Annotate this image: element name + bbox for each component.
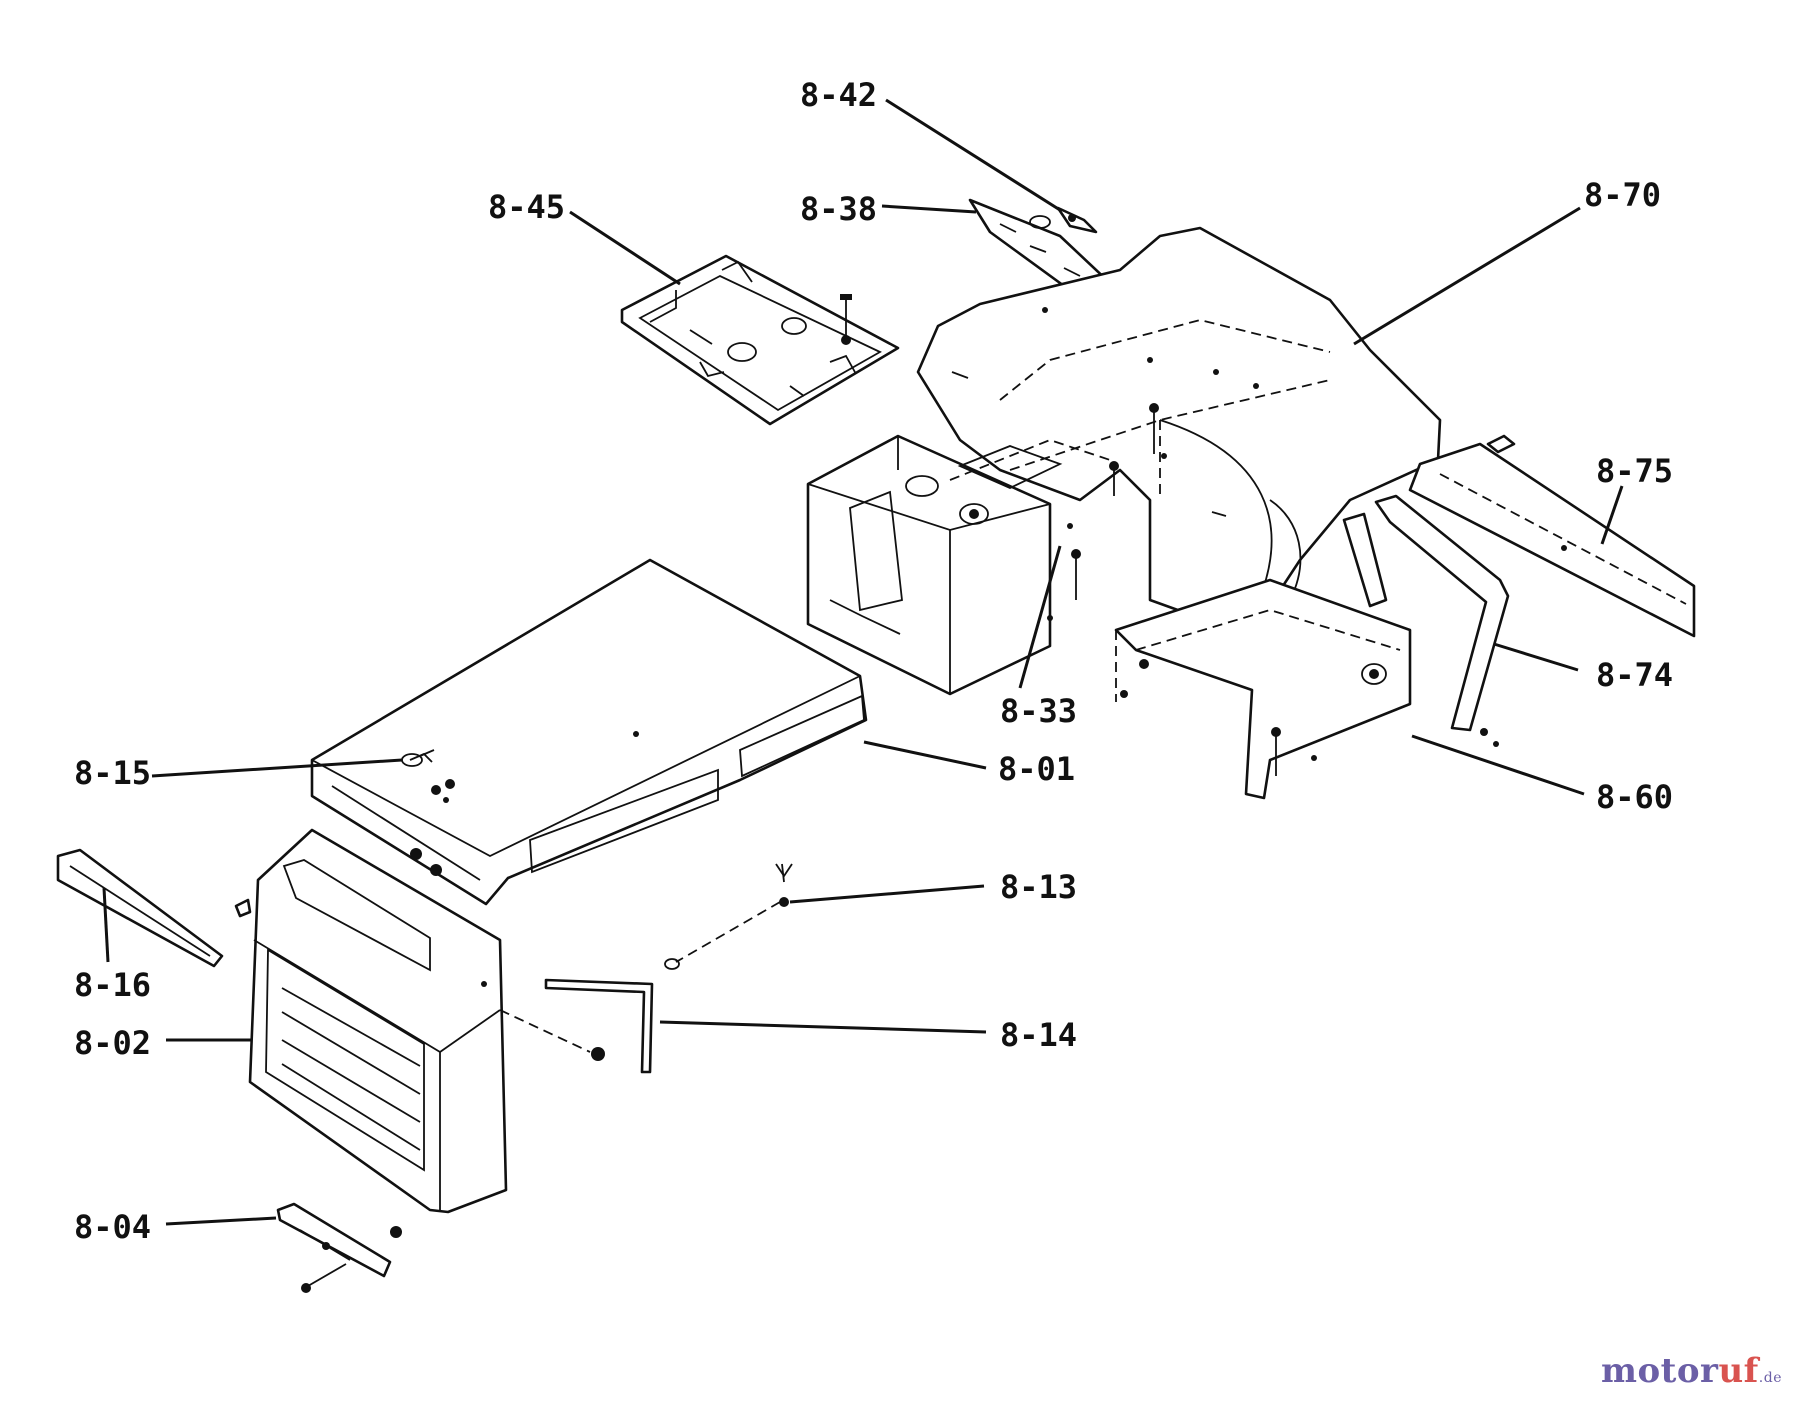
label-8-02: 8-02 [74, 1024, 151, 1062]
label-8-42: 8-42 [800, 76, 877, 114]
label-8-04: 8-04 [74, 1208, 151, 1246]
headlight-lens-part [56, 848, 252, 968]
rear-bar-part [1408, 434, 1696, 638]
label-8-70: 8-70 [1584, 176, 1661, 214]
watermark-accent: uf [1718, 1351, 1759, 1391]
leader-8-74 [1493, 642, 1579, 672]
label-8-33: 8-33 [1000, 692, 1077, 730]
label-8-01: 8-01 [998, 750, 1075, 788]
battery-box-part [806, 403, 1159, 696]
leader-8-45 [569, 210, 681, 286]
leader-8-38 [881, 204, 977, 214]
leader-8-42 [885, 98, 1061, 212]
watermark-logo: motoruf.de [1601, 1351, 1782, 1391]
leader-8-04 [165, 1216, 277, 1226]
label-8-13: 8-13 [1000, 868, 1077, 906]
part-labels: 8-42 8-45 8-38 8-70 8-75 8-33 8-74 8-15 … [74, 76, 1673, 1246]
drawbar-part [1342, 494, 1510, 747]
watermark-tld: .de [1758, 1370, 1782, 1386]
seat-plate-part [620, 254, 900, 426]
fender-body-part [916, 226, 1442, 638]
hood-part [310, 558, 868, 906]
watermark-main: motor [1600, 1351, 1719, 1391]
leader-8-13 [789, 884, 985, 904]
label-8-16: 8-16 [74, 966, 151, 1004]
leader-8-15 [151, 758, 403, 778]
label-8-74: 8-74 [1596, 656, 1673, 694]
leader-8-75 [1600, 485, 1624, 545]
leader-8-70 [1353, 206, 1581, 346]
bottom-bracket-part [276, 1202, 402, 1293]
bolt-part [664, 863, 793, 970]
leader-8-01 [863, 740, 987, 770]
rod-part [499, 978, 654, 1074]
ignition-switch-part [1056, 206, 1098, 234]
leader-8-60 [1411, 734, 1585, 796]
bracket-part [1114, 578, 1412, 800]
leader-lines [102, 98, 1624, 1226]
leader-8-14 [659, 1020, 987, 1034]
label-8-45: 8-45 [488, 188, 565, 226]
label-8-75: 8-75 [1596, 452, 1673, 490]
leader-8-33 [1018, 545, 1062, 689]
label-8-14: 8-14 [1000, 1016, 1077, 1054]
label-8-15: 8-15 [74, 754, 151, 792]
label-8-60: 8-60 [1596, 778, 1673, 816]
label-8-38: 8-38 [800, 190, 877, 228]
leader-8-16 [102, 887, 110, 963]
grille-part [248, 828, 508, 1214]
